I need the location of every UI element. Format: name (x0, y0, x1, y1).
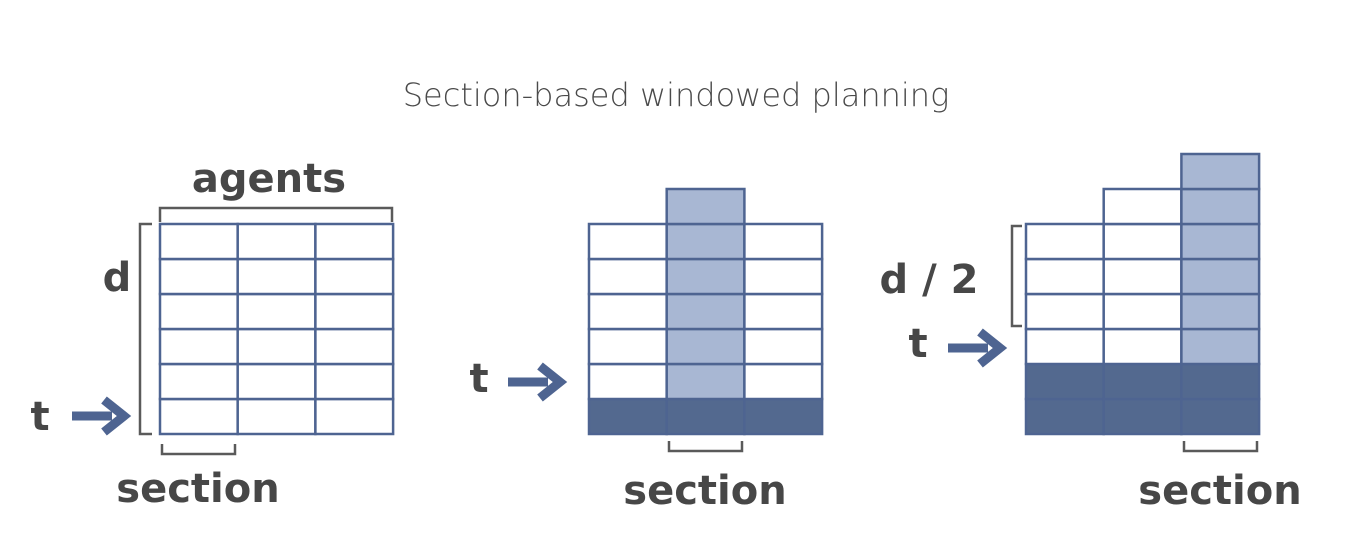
grid-cell-empty (587, 257, 668, 296)
grid-cell-dark (1024, 397, 1105, 436)
panel-3-grid (1024, 152, 1261, 436)
panel-1: agents d t section (30, 156, 395, 512)
grid-cell-light (665, 292, 746, 331)
grid-cell-empty (587, 292, 668, 331)
agents-label: agents (192, 156, 346, 202)
grid-cell-empty (1024, 257, 1105, 296)
grid-cell-light (665, 362, 746, 401)
grid-cell-empty (158, 222, 239, 261)
grid-cell-empty (743, 292, 824, 331)
grid-cell-empty (1024, 222, 1105, 261)
grid-cell-empty (314, 362, 395, 401)
grid-cell-empty (1024, 292, 1105, 331)
grid-cell-empty (158, 257, 239, 296)
grid-cell-empty (236, 362, 317, 401)
grid-cell-light (1180, 152, 1261, 191)
grid-cell-light (1180, 292, 1261, 331)
agents-bracket (158, 206, 394, 222)
t-label: t (30, 394, 49, 440)
grid-cell-empty (587, 362, 668, 401)
grid-cell-dark (1180, 397, 1261, 436)
panel-3: d / 2 t section (880, 152, 1302, 514)
grid-cell-empty (314, 327, 395, 366)
grid-cell-dark (1180, 362, 1261, 401)
grid-cell-empty (743, 222, 824, 261)
section-bracket (1182, 441, 1259, 453)
t-label: t (908, 321, 927, 367)
grid-cell-light (1180, 257, 1261, 296)
grid-cell-empty (314, 397, 395, 436)
grid-cell-empty (1024, 327, 1105, 366)
section-label: section (623, 468, 786, 514)
grid-cell-empty (236, 222, 317, 261)
grid-cell-empty (314, 222, 395, 261)
grid-cell-dark (587, 397, 668, 436)
grid-cell-dark (665, 397, 746, 436)
section-label: section (116, 466, 279, 512)
grid-cell-light (665, 187, 746, 226)
diagram-title: Section-based windowed planning (403, 76, 950, 114)
grid-cell-empty (236, 257, 317, 296)
grid-cell-empty (158, 327, 239, 366)
t-arrow-icon (948, 328, 1008, 368)
grid-cell-dark (743, 397, 824, 436)
grid-cell-empty (1102, 187, 1183, 226)
grid-cell-empty (158, 397, 239, 436)
grid-cell-empty (743, 327, 824, 366)
section-bracket (667, 441, 744, 453)
grid-cell-empty (158, 362, 239, 401)
grid-cell-empty (1102, 257, 1183, 296)
grid-cell-empty (587, 222, 668, 261)
panel-1-grid (158, 222, 395, 436)
d-bracket (138, 222, 152, 436)
panel-2: t section (469, 187, 824, 514)
grid-cell-empty (1102, 292, 1183, 331)
grid-cell-light (1180, 222, 1261, 261)
grid-cell-dark (1024, 362, 1105, 401)
grid-cell-empty (236, 292, 317, 331)
grid-cell-empty (743, 362, 824, 401)
grid-cell-light (1180, 327, 1261, 366)
t-label: t (469, 356, 488, 402)
grid-cell-empty (743, 257, 824, 296)
panel-2-grid (587, 187, 824, 436)
grid-cell-light (1180, 187, 1261, 226)
grid-cell-light (665, 257, 746, 296)
grid-cell-empty (1102, 222, 1183, 261)
grid-cell-light (665, 327, 746, 366)
t-arrow-icon (508, 362, 568, 402)
grid-cell-dark (1102, 397, 1183, 436)
d-half-label: d / 2 (880, 257, 979, 303)
grid-cell-empty (314, 257, 395, 296)
grid-cell-dark (1102, 362, 1183, 401)
grid-cell-empty (236, 327, 317, 366)
grid-cell-empty (587, 327, 668, 366)
grid-cell-empty (1102, 327, 1183, 366)
section-bracket (160, 444, 237, 456)
grid-cell-empty (314, 292, 395, 331)
d-label: d (103, 255, 132, 301)
d-half-bracket (1010, 224, 1022, 328)
section-label: section (1138, 468, 1301, 514)
grid-cell-empty (236, 397, 317, 436)
grid-cell-empty (158, 292, 239, 331)
grid-cell-light (665, 222, 746, 261)
t-arrow-icon (72, 396, 132, 436)
